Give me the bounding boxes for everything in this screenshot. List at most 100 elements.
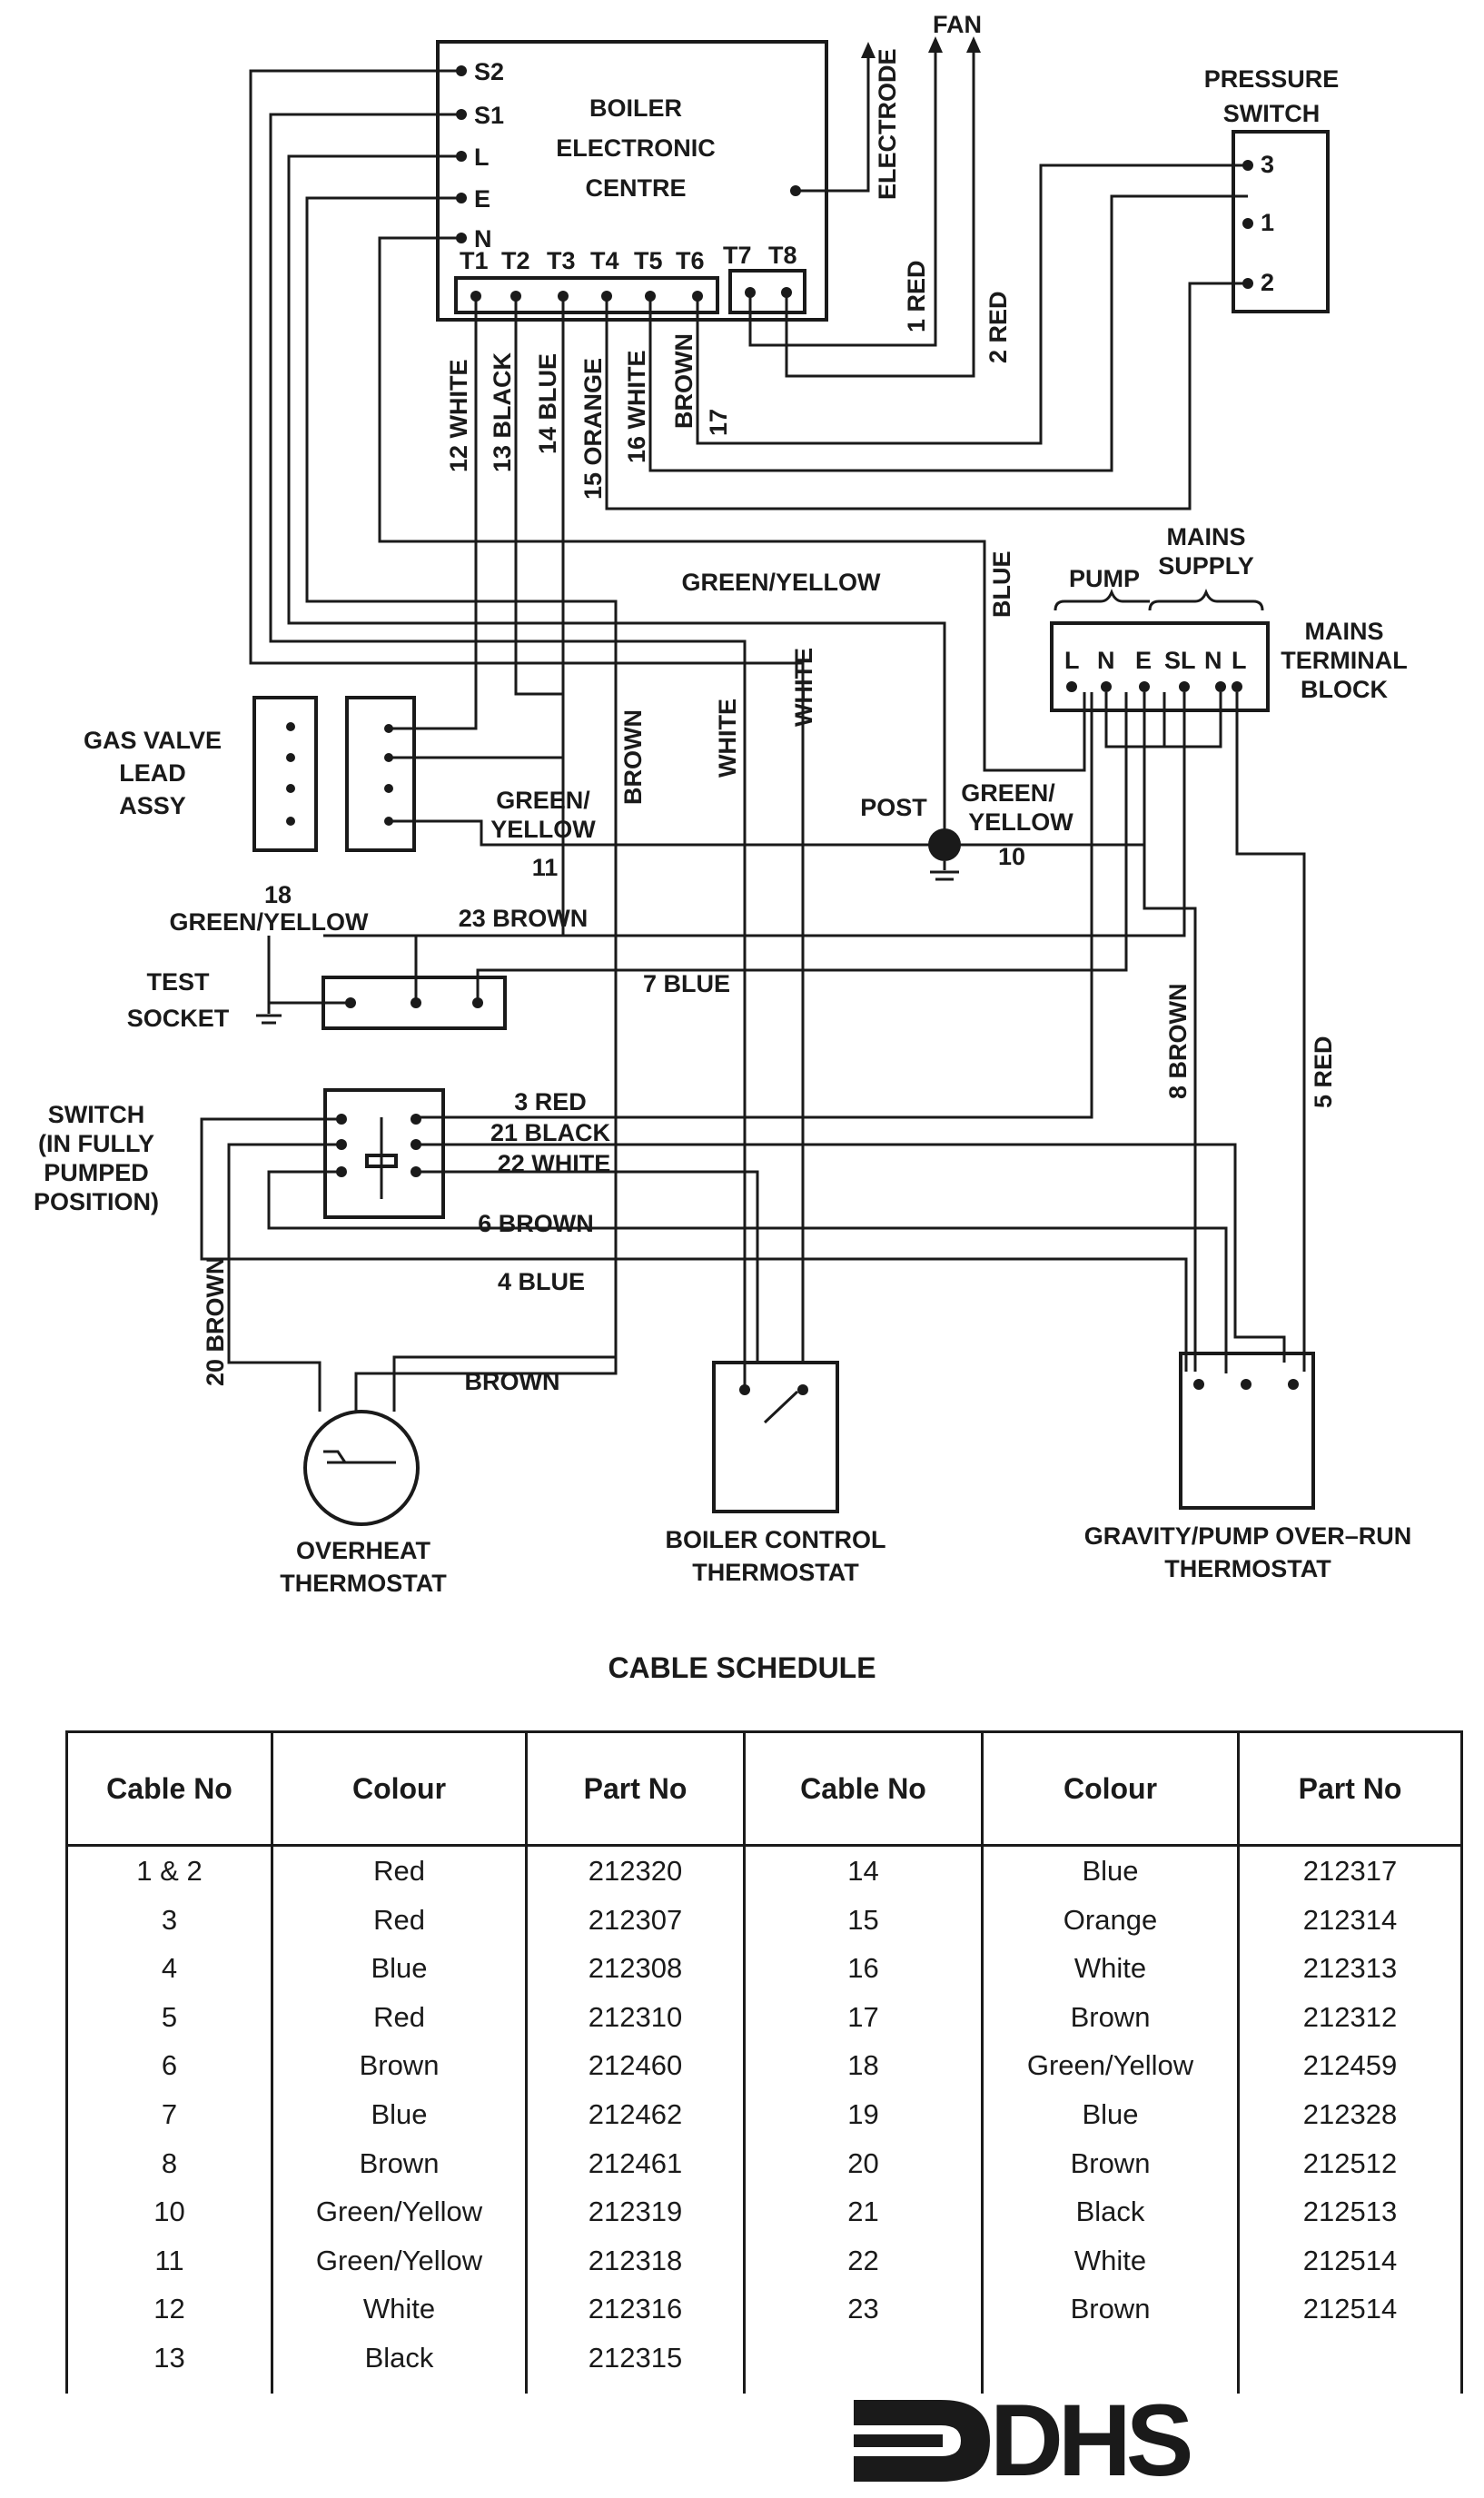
- terminal-dot: [384, 784, 393, 793]
- terminal-dot: [456, 109, 467, 120]
- table-cell: 212316: [588, 2293, 683, 2325]
- wire-16-white: [648, 194, 1248, 472]
- bec-terminal-t7: T7: [723, 242, 752, 269]
- table-cell: 8: [161, 2146, 178, 2179]
- table-cell: 212319: [588, 2196, 683, 2228]
- table-cell: White: [1073, 1952, 1147, 1985]
- wire-8-brown: [1143, 692, 1197, 1372]
- terminal-dot: [456, 233, 467, 243]
- pressure-switch-label-1: PRESSURE: [1204, 65, 1340, 93]
- wire-7-blue: [476, 692, 1128, 1003]
- bec-terminal-t5: T5: [634, 247, 663, 274]
- bec-terminal-t1: T1: [460, 247, 489, 274]
- wire-l: [287, 154, 946, 839]
- table-cell: 212315: [588, 2341, 683, 2374]
- table-cell: 212320: [588, 1855, 683, 1887]
- terminal-dot: [601, 291, 612, 302]
- wire-4-blue: [200, 1117, 1188, 1372]
- terminal-dot: [411, 997, 421, 1008]
- terminal-dot: [286, 722, 295, 731]
- table-cell: Brown: [1070, 2000, 1151, 2033]
- table-cell: 4: [161, 1952, 178, 1985]
- wire-electrode: [796, 64, 870, 193]
- mains-terminal-block-label-2: TERMINAL: [1281, 647, 1407, 674]
- wire-18-green-yellow: [267, 936, 351, 1005]
- terminal-dot: [411, 1166, 421, 1177]
- wire-label-16: 16 WHITE: [623, 350, 650, 463]
- table-cell: Orange: [1063, 1903, 1158, 1936]
- table-cell: 14: [847, 1855, 879, 1887]
- table-cell: 21: [847, 2196, 879, 2228]
- table-cell: 212460: [588, 2049, 683, 2082]
- bec-terminal-strip-t7-t8: [728, 269, 806, 314]
- overheat-thermostat: [303, 1410, 420, 1526]
- left-cable-no-column: 1 & 2 3 4 5 6 7 8 10 11 12 13: [65, 1845, 273, 2394]
- test-socket-label-2: SOCKET: [127, 1005, 230, 1032]
- terminal-dot: [384, 817, 393, 826]
- wire-label-17-colour: BROWN: [670, 333, 697, 429]
- table-cell: 11: [154, 2244, 184, 2276]
- wire-s2: [249, 69, 805, 1361]
- terminal-dot: [286, 784, 295, 793]
- table-cell: Blue: [371, 2097, 428, 2130]
- table-cell: 7: [161, 2097, 178, 2130]
- table-cell: 16: [847, 1952, 879, 1985]
- terminal-dot: [692, 291, 703, 302]
- pressure-switch-label-2: SWITCH: [1223, 100, 1320, 127]
- bec-terminal-n: N: [474, 225, 492, 253]
- pump-label: PUMP: [1069, 565, 1140, 592]
- wire-e: [305, 196, 618, 1412]
- terminal-dot: [456, 193, 467, 203]
- terminal-dot: [336, 1166, 347, 1177]
- table-cell: Green/Yellow: [315, 2244, 483, 2276]
- wire-14-blue: [389, 296, 565, 759]
- table-cell: Red: [373, 2000, 425, 2033]
- dhs-logo-text: DHS: [990, 2384, 1193, 2497]
- wire-12-white: [389, 296, 478, 730]
- gravity-label-2: THERMOSTAT: [1164, 1555, 1331, 1582]
- wire-label-15: 15 ORANGE: [579, 358, 607, 500]
- terminal-dot: [1139, 681, 1150, 692]
- terminal-dot: [1242, 160, 1253, 171]
- table-cell: Black: [364, 2341, 434, 2374]
- fan-arrowhead-1: [928, 36, 943, 53]
- terminal-dot: [345, 997, 356, 1008]
- terminal-dot: [456, 151, 467, 162]
- table-cell: 212312: [1302, 2000, 1398, 2033]
- terminal-dot: [336, 1114, 347, 1125]
- wire-brown-bottom: [392, 1355, 616, 1412]
- overheat-label-1: OVERHEAT: [296, 1537, 431, 1564]
- wire-label-gy-post-1: GREEN/: [961, 779, 1055, 807]
- left-part-no-column: 212320 212307 212308 212310 212460 21246…: [525, 1845, 746, 2394]
- terminal-dot: [1241, 1379, 1252, 1390]
- wire-label-blue-right: BLUE: [988, 551, 1015, 619]
- overheat-contact-2: [323, 1450, 347, 1463]
- gas-valve-label-2: LEAD: [119, 759, 186, 787]
- terminal-dot: [1242, 278, 1253, 289]
- terminal-dot: [558, 291, 569, 302]
- electrode-label: ELECTRODE: [874, 48, 901, 200]
- col-header-colour: Colour: [271, 1730, 528, 1847]
- wire-6-brown: [267, 1170, 1228, 1373]
- table-cell: 212461: [588, 2146, 683, 2179]
- terminal-dot: [286, 753, 295, 762]
- switch-label-3: PUMPED: [44, 1159, 149, 1186]
- terminal-dot: [470, 291, 481, 302]
- table-cell: 6: [161, 2049, 178, 2082]
- wire-green-yellow-11: [389, 819, 945, 847]
- cable-schedule-table: Cable No Colour Part No Cable No Colour …: [65, 1730, 1463, 2394]
- wire-label-gy-post-2: YELLOW: [968, 808, 1073, 836]
- wire-label-11: 11: [532, 854, 559, 881]
- dhs-logo: DHS: [854, 2387, 1235, 2494]
- wire-label-18: 18: [264, 881, 292, 908]
- col-header-part-no: Part No: [525, 1730, 746, 1847]
- table-cell: 13: [153, 2341, 185, 2374]
- post-label: POST: [860, 794, 927, 821]
- terminal-dot: [1215, 681, 1226, 692]
- table-cell: White: [362, 2293, 436, 2325]
- table-cell: Brown: [359, 2049, 440, 2082]
- mains-terminal-l2: L: [1232, 647, 1247, 674]
- wire-15-orange: [605, 282, 1248, 511]
- pump-brace: [1054, 588, 1150, 611]
- table-cell: Green/Yellow: [1026, 2049, 1194, 2082]
